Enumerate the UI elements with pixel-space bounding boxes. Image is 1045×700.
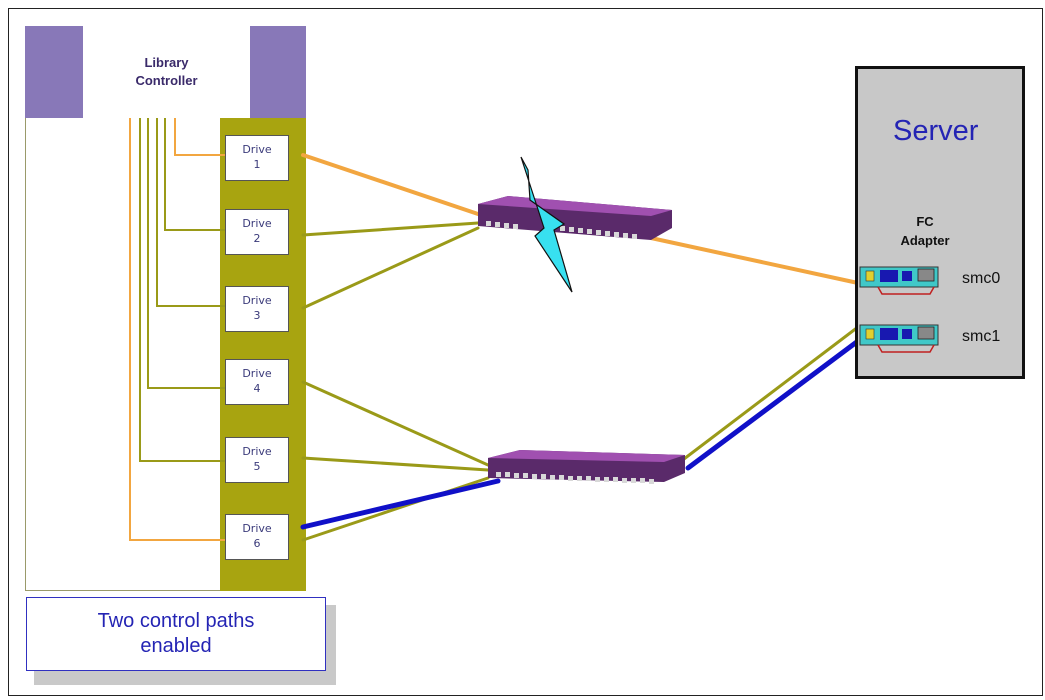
controller-control-lines [129,118,225,541]
controller-label-line2: Controller [135,73,198,88]
drive-3-number: 3 [253,309,261,322]
drive-3-label: Drive [242,294,272,307]
drive-2-label: Drive [242,217,272,230]
controller-data-lines [139,118,225,462]
drive-2: Drive 2 [225,209,289,255]
server-title: Server [893,115,979,147]
caption-line1: Two control paths [97,610,255,632]
ctrl-line-drive-2 [164,118,225,231]
cable-drive6-switch2-enabled [300,478,501,530]
cable-switch1-smc0 [649,236,860,285]
fc-switch-2 [488,450,685,484]
drive-4-number: 4 [253,382,261,395]
drive-5-number: 5 [253,460,261,473]
ctrl-line-drive-6 [129,118,225,541]
cable-drive6-switch2 [301,476,490,542]
drive-6-label: Drive [242,522,272,535]
caption-line2: enabled [140,635,212,657]
ctrl-line-drive-4 [147,118,225,389]
cable-drive5-switch2 [301,456,490,472]
ctrl-line-drive-3 [156,118,225,307]
drive-1: Drive 1 [225,135,289,181]
adapter-card-smc1-icon [859,324,939,353]
switch-2-ports [496,472,654,484]
port-label-smc1: smc1 [962,328,1001,345]
drive-6-number: 6 [253,537,261,550]
ctrl-line-drive-5 [139,118,225,462]
figure-frame [8,8,1043,696]
switch-server-cables [649,236,861,471]
fc-switch-1 [478,196,672,240]
drive-switch-cables [300,153,501,542]
link-fault-lightning-icon [520,156,573,293]
drive-1-label: Drive [242,143,272,156]
fc-adapter-label-line1: FC [916,214,934,229]
switch-1-ports [486,221,637,239]
drive-5-label: Drive [242,445,272,458]
cable-drive2-switch1 [301,221,480,237]
ctrl-line-drive-1 [174,118,225,156]
drive-6: Drive 6 [225,514,289,560]
fc-adapter-cards [859,266,939,353]
drive-3: Drive 3 [225,286,289,332]
drive-4-label: Drive [242,367,272,380]
controller-label-line1: Library [144,55,189,70]
drive-1-number: 1 [253,158,261,171]
cable-switch2-smc1 [678,325,860,464]
drive-5: Drive 5 [225,437,289,483]
cable-drive1-switch1 [301,153,480,216]
drive-4: Drive 4 [225,359,289,405]
cable-switch2-smc1-enabled [685,338,861,471]
cable-drive3-switch1 [301,226,480,310]
caption-box: Two control paths enabled [26,597,326,671]
adapter-card-smc0-icon [859,266,939,295]
drive-2-number: 2 [253,232,261,245]
port-label-smc0: smc0 [962,270,1001,287]
drive-bay [220,118,306,591]
fc-adapter-label: FC Adapter [900,212,950,250]
cable-drive4-switch2 [301,380,490,467]
library-controller: Library Controller [83,26,250,118]
fc-adapter-label-line2: Adapter [900,233,950,248]
